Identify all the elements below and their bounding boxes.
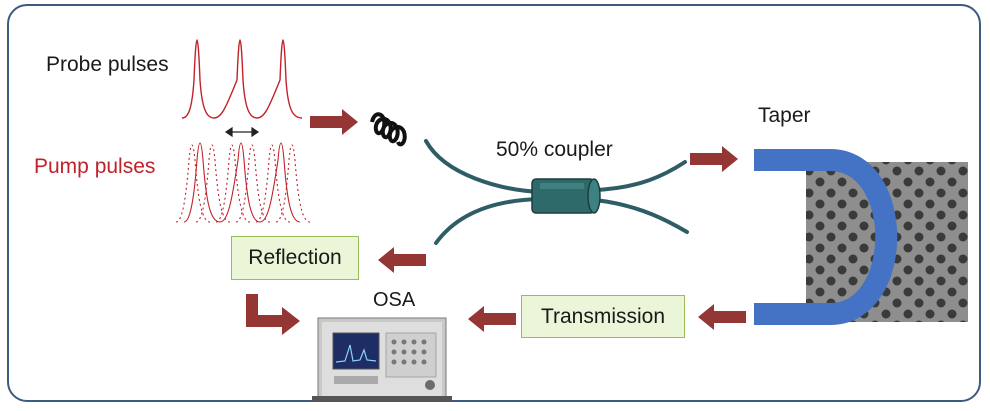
pump-pulses-label: Pump pulses bbox=[34, 155, 156, 178]
coupler-fibers bbox=[424, 139, 689, 245]
delay-double-arrow bbox=[224, 126, 260, 138]
fiber-coupler-icon bbox=[531, 178, 601, 214]
probe-pulse-train bbox=[181, 39, 303, 119]
diagram-frame bbox=[7, 4, 981, 402]
arrow-to-osa-from-transmission bbox=[468, 306, 516, 332]
transmission-box: Transmission bbox=[521, 295, 685, 338]
arrow-to-reflection bbox=[378, 247, 426, 273]
coupler-label: 50% coupler bbox=[496, 138, 613, 161]
arrow-to-coil bbox=[310, 109, 358, 135]
osa-instrument-icon bbox=[312, 317, 452, 401]
taper-fiber bbox=[756, 149, 898, 325]
arrow-from-taper bbox=[698, 304, 746, 330]
reflection-label: Reflection bbox=[248, 246, 342, 269]
transmission-label: Transmission bbox=[540, 304, 666, 328]
pump-pulse-train bbox=[175, 142, 311, 223]
bent-arrow-to-osa bbox=[246, 294, 300, 335]
osa-label: OSA bbox=[373, 289, 416, 311]
arrow-to-taper bbox=[690, 146, 738, 172]
fiber-coil-icon bbox=[370, 112, 407, 147]
taper-ends bbox=[754, 149, 762, 325]
reflection-box: Reflection bbox=[231, 236, 359, 280]
taper-label: Taper bbox=[758, 104, 811, 127]
probe-pulses-label: Probe pulses bbox=[46, 53, 169, 76]
